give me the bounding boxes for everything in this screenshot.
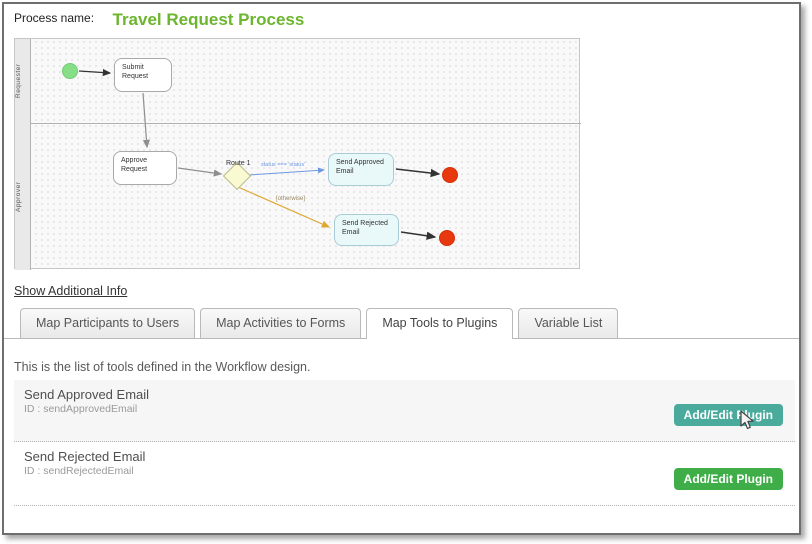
process-title: Travel Request Process [112, 10, 305, 29]
edge-label-condition: status === 'status' [261, 162, 306, 168]
lane-approver: Approver [15, 123, 31, 270]
page-header: Process name: Travel Request Process [14, 10, 304, 30]
add-edit-plugin-button-rejected[interactable]: Add/Edit Plugin [673, 468, 783, 490]
show-additional-info-link[interactable]: Show Additional Info [14, 284, 128, 298]
tool-row-send-rejected-email: Send Rejected Email ID : sendRejectedEma… [14, 442, 795, 506]
app-window: Process name: Travel Request Process Req… [2, 2, 801, 535]
tool-id: ID : sendApprovedEmail [24, 403, 138, 415]
lane-label-approver: Approver [15, 181, 22, 212]
tab-variable-list[interactable]: Variable List [518, 308, 619, 338]
end-event-rejected [439, 230, 455, 246]
edge-label-otherwise: [otherwise] [276, 196, 306, 202]
tools-list-description: This is the list of tools defined in the… [14, 360, 311, 374]
tool-row-send-approved-email: Send Approved Email ID : sendApprovedEma… [14, 380, 795, 442]
tab-map-participants-to-users[interactable]: Map Participants to Users [20, 308, 196, 338]
workflow-diagram-canvas: Requester Approver Submit Request Approv… [14, 38, 581, 270]
task-approve-request: Approve Request [113, 151, 177, 185]
lane-divider [15, 123, 581, 124]
add-edit-plugin-button-approved[interactable]: Add/Edit Plugin [673, 404, 783, 426]
process-name-label: Process name: [14, 11, 95, 25]
lane-label-requester: Requester [15, 63, 22, 99]
gateway-label: Route 1 [226, 160, 251, 167]
end-event-approved [442, 167, 458, 183]
tool-name: Send Approved Email [24, 387, 150, 402]
task-submit-request: Submit Request [114, 58, 172, 92]
diagram-edges [78, 68, 441, 240]
start-event [62, 63, 78, 79]
tab-map-tools-to-plugins[interactable]: Map Tools to Plugins [366, 308, 514, 339]
tool-id: ID : sendRejectedEmail [24, 465, 134, 477]
tool-name: Send Rejected Email [24, 449, 146, 464]
tool-send-approved-email: Send Approved Email [328, 153, 394, 186]
lane-requester: Requester [15, 39, 31, 123]
tab-map-activities-to-forms[interactable]: Map Activities to Forms [200, 308, 362, 338]
tool-send-rejected-email: Send Rejected Email [334, 214, 399, 246]
tab-bar: Map Participants to Users Map Activities… [4, 308, 799, 339]
